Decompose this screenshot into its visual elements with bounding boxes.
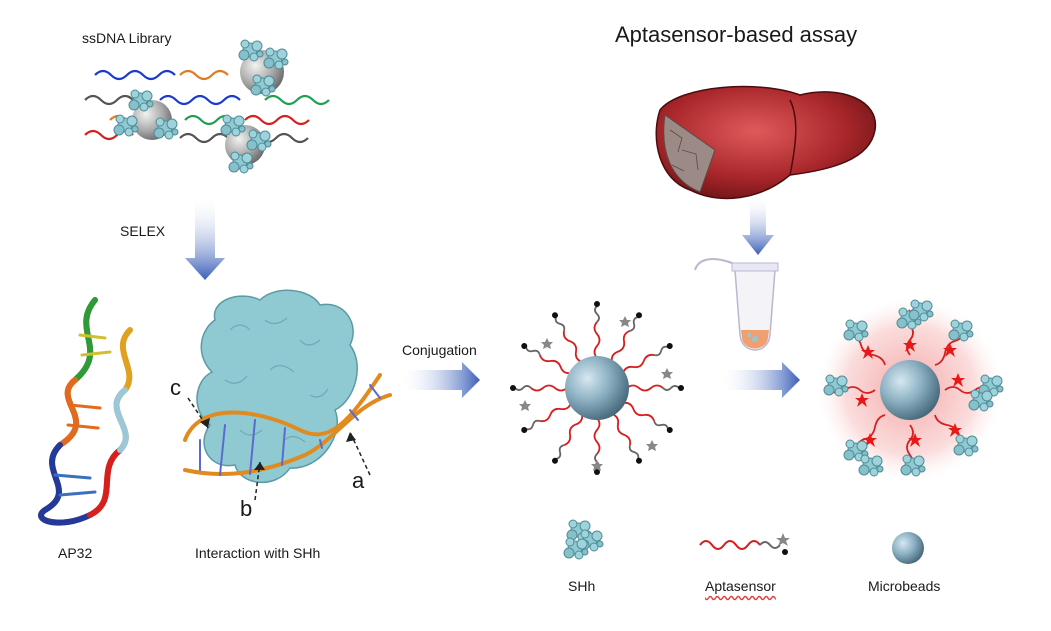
shh-protein-surface bbox=[196, 289, 358, 483]
interaction-label: Interaction with SHh bbox=[195, 545, 321, 561]
aptasensor-bead bbox=[509, 301, 685, 476]
assay-arrow bbox=[720, 362, 800, 398]
legend-shh-label: SHh bbox=[568, 578, 596, 594]
conjugation-arrow bbox=[400, 362, 480, 398]
selex-arrow bbox=[185, 195, 225, 280]
site-b-label: b bbox=[240, 496, 253, 521]
conjugation-label: Conjugation bbox=[402, 342, 477, 358]
site-a-label: a bbox=[352, 468, 365, 493]
captured-bead-complex bbox=[818, 298, 1004, 482]
selex-label: SELEX bbox=[120, 223, 166, 239]
legend-microbeads-label: Microbeads bbox=[868, 578, 941, 594]
liver-illustration bbox=[655, 85, 877, 200]
assay-title: Aptasensor-based assay bbox=[615, 22, 858, 47]
shh-protein-icon bbox=[563, 519, 604, 560]
library-protein-beads bbox=[113, 39, 289, 174]
aptasensor-strand-icon bbox=[699, 533, 790, 555]
ap32-structure bbox=[38, 297, 133, 526]
microbead-icon bbox=[892, 532, 924, 564]
dna-backbone bbox=[183, 373, 392, 476]
ap32-label: AP32 bbox=[58, 545, 93, 561]
legend-aptasensor-label: Aptasensor bbox=[705, 578, 776, 594]
sample-tube bbox=[694, 258, 779, 351]
liver-arrow bbox=[742, 195, 774, 255]
library-label: ssDNA Library bbox=[82, 30, 172, 46]
site-c-label: c bbox=[170, 375, 181, 400]
